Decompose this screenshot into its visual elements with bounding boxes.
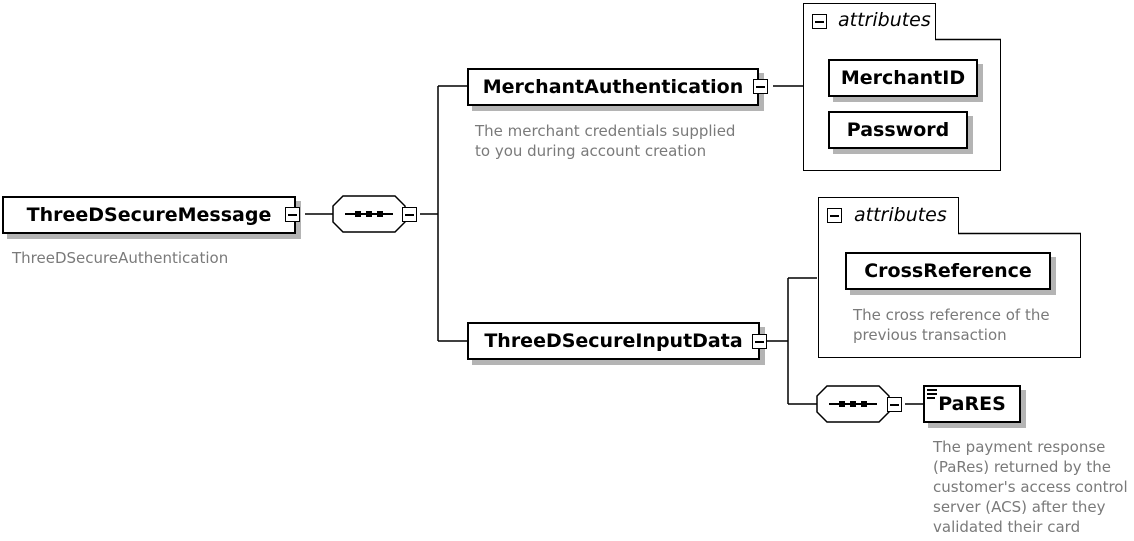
attributes-group-top-edge [958,232,1081,235]
collapse-minus-icon[interactable] [812,14,827,29]
text-content-icon [927,389,937,399]
root-element-label: ThreeDSecureMessage [26,204,272,226]
collapse-minus-icon[interactable] [402,207,417,222]
element-threedsecureinputdata[interactable]: ThreeDSecureInputData [467,322,760,360]
pares-annotation: The payment response (PaRes) returned by… [933,438,1128,536]
collapse-minus-icon[interactable] [753,79,768,94]
root-element-threedsecuremessage[interactable]: ThreeDSecureMessage [2,196,296,234]
collapse-minus-icon[interactable] [285,207,300,222]
attribute-merchantid-label: MerchantID [840,67,966,89]
attributes-group-top-edge [935,38,1001,41]
attribute-password-label: Password [846,119,950,141]
attribute-crossreference[interactable]: CrossReference [845,252,1051,290]
attributes-label: attributes [838,9,931,31]
attribute-password[interactable]: Password [828,111,968,149]
pares-label: PaRES [938,393,1006,415]
root-annotation: ThreeDSecureAuthentication [12,249,229,267]
element-merchantauthentication[interactable]: MerchantAuthentication [467,68,759,106]
sequence-compositor-icon [816,385,890,423]
attributes-label: attributes [854,204,947,226]
attribute-crossreference-label: CrossReference [864,260,1032,282]
crossreference-annotation: The cross reference of the previous tran… [853,306,1050,344]
attribute-merchantid[interactable]: MerchantID [828,59,978,97]
element-pares[interactable]: PaRES [923,385,1021,423]
threedsecureinputdata-label: ThreeDSecureInputData [484,330,743,352]
merchantauthentication-annotation: The merchant credentials supplied to you… [475,122,736,160]
sequence-compositor-icon [332,195,406,233]
collapse-minus-icon[interactable] [752,334,767,349]
merchantauthentication-label: MerchantAuthentication [482,76,744,98]
collapse-minus-icon[interactable] [827,208,842,223]
collapse-minus-icon[interactable] [887,397,902,412]
